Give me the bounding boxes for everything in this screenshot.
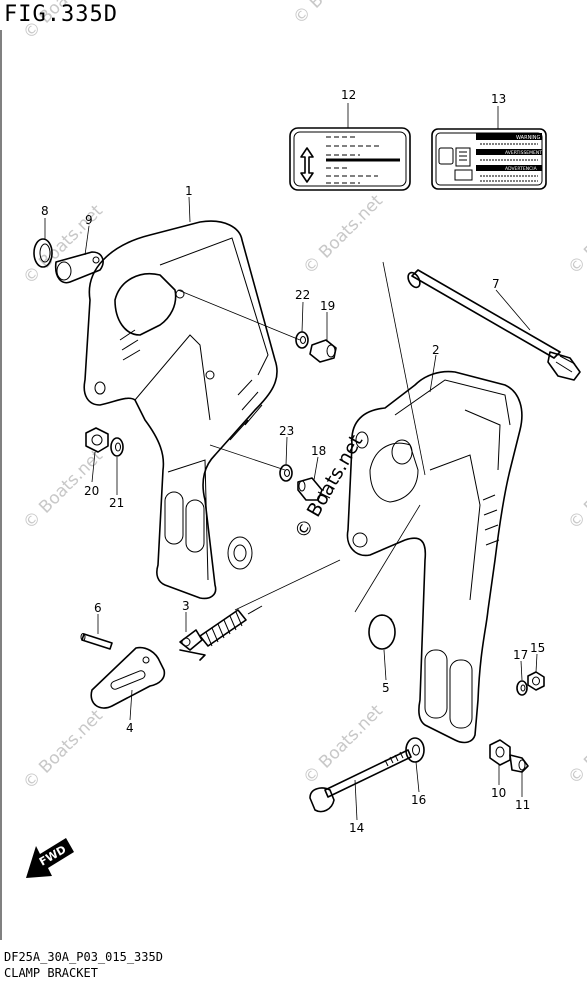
part-21-washer[interactable] <box>110 437 124 457</box>
figure-code: DF25A_30A_P03_015_335D <box>4 950 163 964</box>
callout-14: 14 <box>349 821 364 835</box>
callout-3: 3 <box>182 599 190 613</box>
callout-15: 15 <box>530 641 545 655</box>
part-19-bolt[interactable] <box>309 339 337 363</box>
part-11-bolt[interactable] <box>509 754 529 773</box>
part-7-tilt-tube[interactable] <box>406 269 581 381</box>
part-23-washer[interactable] <box>279 464 293 482</box>
part-5-disc[interactable] <box>368 614 396 650</box>
figure-name: CLAMP BRACKET <box>4 966 98 980</box>
callout-2: 2 <box>432 343 440 357</box>
callout-13: 13 <box>491 92 506 106</box>
part-20-nut[interactable] <box>85 427 109 453</box>
callout-8: 8 <box>41 204 49 218</box>
part-1-clamp-bracket-left[interactable] <box>83 220 278 600</box>
callout-leaders <box>44 103 538 821</box>
callout-1: 1 <box>185 184 193 198</box>
assembly-leader-lines <box>177 261 426 613</box>
label13-advertencia-text: ADVERTENCIA <box>505 166 538 172</box>
watermark-center: © Boats.net <box>290 431 367 542</box>
figure-title: FIG.335D <box>4 2 118 27</box>
part-6-pin[interactable] <box>80 633 113 650</box>
callout-9: 9 <box>85 213 93 227</box>
part-16-washer[interactable] <box>405 737 425 763</box>
callout-23: 23 <box>279 424 294 438</box>
callout-19: 19 <box>320 299 335 313</box>
fwd-arrow-icon: FWD <box>26 838 74 878</box>
part-12-label[interactable] <box>289 127 411 191</box>
label13-warning-text: WARNING <box>516 135 541 141</box>
part-22-washer[interactable] <box>295 331 309 349</box>
watermark-3: © Boats.net <box>299 191 387 279</box>
callout-12: 12 <box>341 88 356 102</box>
callout-6: 6 <box>94 601 102 615</box>
callout-21: 21 <box>109 496 124 510</box>
part-15-nut[interactable] <box>527 671 545 691</box>
callout-20: 20 <box>84 484 99 498</box>
part-9-plate[interactable] <box>54 251 104 284</box>
callout-16: 16 <box>411 793 426 807</box>
label13-avertissement-text: AVERTISSEMENT <box>505 150 542 156</box>
callout-11: 11 <box>515 798 530 812</box>
watermark-6: © Boats.net <box>564 446 587 534</box>
callout-5: 5 <box>382 681 390 695</box>
part-13-label[interactable]: WARNING AVERTISSEMENT ADVERTENCIA <box>431 128 547 190</box>
callout-17: 17 <box>513 648 528 662</box>
callout-numbers: 1 2 3 4 5 6 7 8 9 10 11 12 13 14 15 16 1… <box>41 88 545 835</box>
watermarks: © Boats.net © Boats.net © Boats.net © Bo… <box>19 0 587 794</box>
watermark-7: © Boats.net <box>19 706 107 794</box>
callout-7: 7 <box>492 277 500 291</box>
callout-10: 10 <box>491 786 506 800</box>
watermark-4: © Boats.net <box>564 191 587 279</box>
callout-4: 4 <box>126 721 134 735</box>
watermark-2: © Boats.net <box>19 201 107 289</box>
part-18-bolt[interactable] <box>297 477 331 501</box>
part-3-spring-rod[interactable] <box>179 605 263 661</box>
callout-18: 18 <box>311 444 326 458</box>
part-2-clamp-bracket-right[interactable] <box>346 370 523 744</box>
callout-22: 22 <box>295 288 310 302</box>
part-4-lever[interactable] <box>90 646 166 709</box>
part-8-bushing[interactable] <box>33 238 53 268</box>
part-10-nut[interactable] <box>489 739 511 766</box>
watermark-9: © Boats.net <box>564 701 587 789</box>
part-17-washer[interactable] <box>516 680 528 696</box>
watermark-1: © Boats.net <box>289 0 377 29</box>
part-14-bolt[interactable] <box>309 749 412 813</box>
